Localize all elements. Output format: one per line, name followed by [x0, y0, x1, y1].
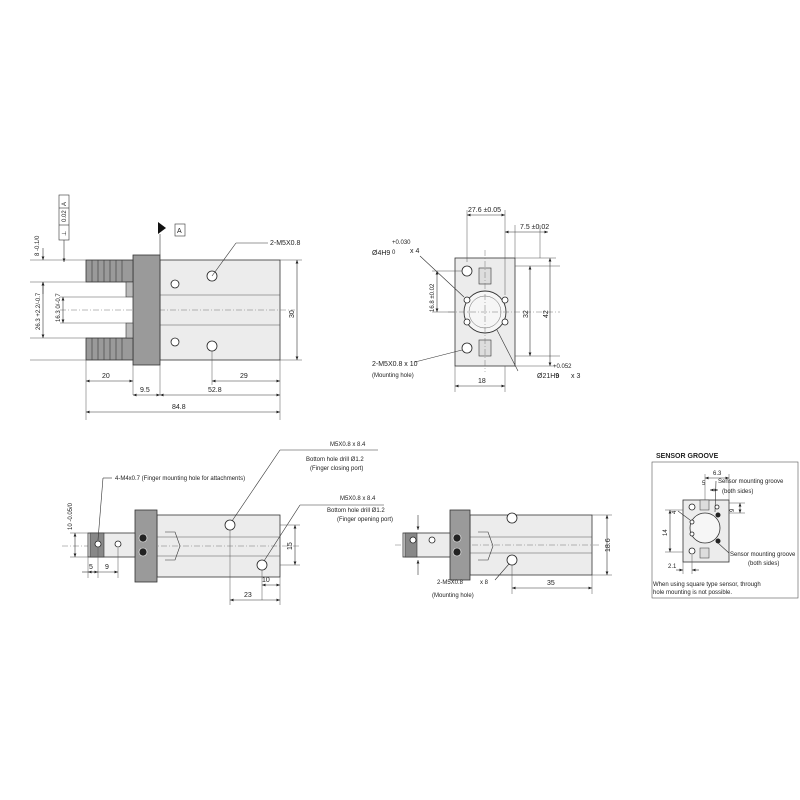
- dim-23: 23: [244, 592, 252, 599]
- bottom-view: 18.6 2-M5X0.8 x 8 (Mounting hole) 35: [395, 509, 612, 599]
- dim-35: 35: [547, 580, 555, 587]
- m5-hole: [461, 265, 473, 277]
- sensor-title: SENSOR GROOVE: [656, 453, 719, 460]
- sensor-dim-2-1: 2.1: [668, 564, 677, 570]
- finger-lower: [85, 322, 134, 361]
- dim-7-5: 7.5 ±0.02: [520, 224, 549, 231]
- open-port-drill: Bottom hole drill Ø1.2: [327, 508, 385, 514]
- dim-18-6: 18.6: [605, 538, 612, 552]
- bottom-mount-note: (Mounting hole): [432, 593, 474, 599]
- dim-10b: 10: [262, 577, 270, 584]
- dim-20: 20: [102, 373, 110, 380]
- sensor-note-2: hole mounting is not possible.: [653, 590, 732, 596]
- tolerance-frame: ⊥ 0.02 A: [58, 194, 70, 262]
- closing-port: [224, 519, 236, 531]
- m5-hole: [206, 340, 218, 352]
- sensor-dim-9: 9: [730, 508, 736, 512]
- m5-callout: 2-M5X0.8: [270, 240, 300, 247]
- groove-label2: Sensor mounting groove: [730, 552, 796, 558]
- dim-42: 42: [543, 310, 550, 318]
- svg-text:x 3: x 3: [571, 373, 580, 380]
- svg-text:0: 0: [392, 250, 396, 256]
- groove-label: Sensor mounting groove: [718, 479, 784, 485]
- dim-29: 29: [240, 373, 248, 380]
- pin-hole-callout: Ø4H9: [372, 250, 390, 257]
- pin-hole: [463, 296, 471, 304]
- dim-10: 10 -0.05/0: [68, 502, 74, 530]
- dim-32: 32: [523, 310, 530, 318]
- sensor-dim-5: 5: [702, 481, 706, 487]
- dim-9-5: 9.5: [140, 387, 150, 394]
- pin-hole: [463, 318, 471, 326]
- bottom-mount-callout: 2-M5X0.8: [437, 580, 464, 586]
- dim-30: 30: [289, 310, 296, 318]
- m5-hole: [461, 342, 473, 354]
- groove-both-sides2: (both sides): [748, 561, 779, 567]
- groove-both-sides: (both sides): [722, 489, 753, 495]
- finger-callout: 4-M4x0.7 (Finger mounting hole for attac…: [115, 476, 245, 482]
- sensor-groove-panel: SENSOR GROOVE 6.3 5 Sensor mounting groo…: [651, 453, 799, 599]
- top-view: A ⊥ 0.02 A 2-M5X0.8 8 -0.1/0 26.3 +2.2/-…: [30, 194, 302, 420]
- close-port-drill: Bottom hole drill Ø1.2: [306, 457, 364, 463]
- pin-hole: [501, 318, 509, 326]
- dim-jaw: 8 -0.1/0: [35, 235, 41, 256]
- datum-triangle: [158, 222, 166, 234]
- datum-label: A: [177, 228, 182, 235]
- dim-16-8: 16.8 ±0.02: [430, 283, 436, 312]
- svg-text:0.02: 0.02: [62, 210, 68, 222]
- dim-84-8: 84.8: [172, 404, 186, 411]
- dim-18: 18: [478, 378, 486, 385]
- svg-text:⊥: ⊥: [61, 231, 68, 236]
- dim-5: 5: [89, 564, 93, 571]
- sensor-note-1: When using square type sensor, through: [653, 582, 761, 588]
- dim-27-6: 27.6 ±0.05: [468, 207, 501, 214]
- bottom-mount-qty: x 8: [480, 580, 489, 586]
- pin-hole: [501, 296, 509, 304]
- close-port-thread: M5X0.8 x 8.4: [330, 442, 366, 448]
- bottom-end-plate: [449, 509, 471, 581]
- svg-text:+0.030: +0.030: [392, 240, 411, 246]
- side-view: 4-M4x0.7 (Finger mounting hole for attac…: [62, 442, 393, 605]
- mount-callout: 2-M5X0.8 x 10: [372, 361, 418, 368]
- sensor-dim-14: 14: [663, 529, 669, 536]
- svg-text:0: 0: [556, 374, 560, 380]
- sensor-dim-4: 4: [672, 510, 678, 514]
- dim-52-8: 52.8: [208, 387, 222, 394]
- dim-9: 9: [105, 564, 109, 571]
- svg-text:+0.052: +0.052: [553, 364, 572, 370]
- m5-hole: [506, 554, 518, 566]
- close-port-name: (Finger closing port): [310, 466, 363, 472]
- open-port-thread: M5X0.8 x 8.4: [340, 496, 376, 502]
- m5-hole: [506, 512, 518, 524]
- bore-callout: Ø21H9: [537, 373, 559, 380]
- dim-open: 26.3 +2.2/-0.7: [36, 292, 42, 330]
- dim-closed: 16.3 0/-0.7: [56, 293, 62, 322]
- mount-note: (Mounting hole): [372, 373, 414, 379]
- end-plate: [132, 254, 161, 366]
- sensor-frame: [651, 461, 799, 599]
- open-port-name: (Finger opening port): [337, 517, 393, 523]
- svg-text:x 4: x 4: [410, 248, 419, 255]
- dim-15: 15: [287, 542, 294, 550]
- finger-upper: [85, 259, 134, 298]
- svg-text:A: A: [62, 202, 68, 206]
- pin-hole: [170, 337, 180, 347]
- opening-port: [256, 559, 268, 571]
- end-view: 27.6 ±0.05 7.5 ±0.02 Ø4H9 +0.030 0 x 4 1…: [372, 207, 580, 392]
- side-end-plate: [134, 509, 158, 583]
- sensor-dim-6-3: 6.3: [713, 471, 722, 477]
- pin-hole: [170, 279, 180, 289]
